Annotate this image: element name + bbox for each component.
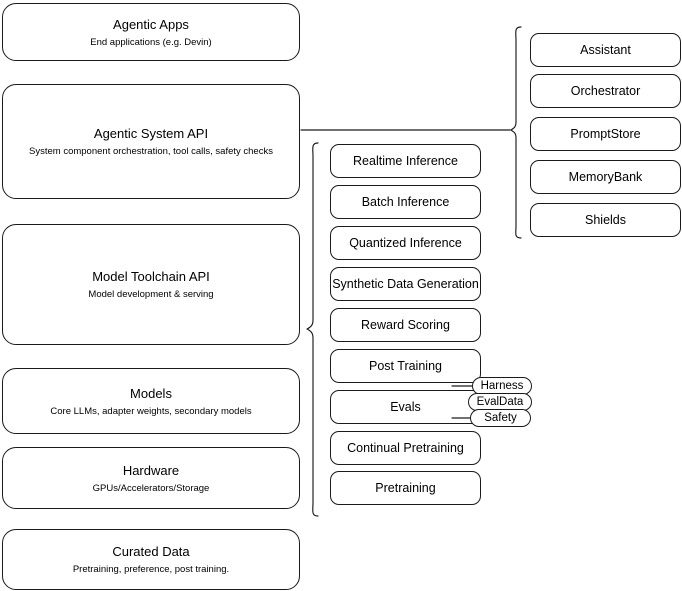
system-component-shields[interactable]: Shields [530, 203, 681, 237]
capability-label: Synthetic Data Generation [332, 277, 479, 291]
layer-curated-data[interactable]: Curated Data Pretraining, preference, po… [2, 529, 300, 590]
brace-system-components [510, 26, 522, 239]
capability-batch-inference[interactable]: Batch Inference [330, 185, 481, 219]
layer-title: Models [130, 385, 172, 401]
layer-agentic-apps[interactable]: Agentic Apps End applications (e.g. Devi… [2, 3, 300, 61]
capability-reward-scoring[interactable]: Reward Scoring [330, 308, 481, 342]
capability-label: Batch Inference [361, 195, 450, 209]
layer-hardware[interactable]: Hardware GPUs/Accelerators/Storage [2, 447, 300, 509]
layer-title: Model Toolchain API [92, 269, 210, 284]
system-component-orchestrator[interactable]: Orchestrator [530, 74, 681, 108]
layer-title: Agentic System API [93, 126, 209, 141]
system-component-promptstore[interactable]: PromptStore [530, 117, 681, 151]
capability-label: Realtime Inference [353, 154, 458, 168]
chip-label: EvalData [476, 395, 524, 408]
capability-label: Continual Pretraining [347, 441, 464, 455]
capability-quantized-inference[interactable]: Quantized Inference [330, 226, 481, 260]
layer-model-toolchain-api[interactable]: Model Toolchain API Model development & … [2, 224, 300, 345]
system-component-label: PromptStore [570, 127, 641, 141]
capability-post-training[interactable]: Post Training [330, 349, 481, 383]
system-component-label: Orchestrator [570, 84, 641, 98]
chip-harness[interactable]: Harness [472, 377, 532, 395]
chip-evaldata[interactable]: EvalData [468, 393, 532, 411]
system-component-label: MemoryBank [568, 170, 643, 184]
capability-label: Quantized Inference [349, 236, 462, 250]
chip-label: Safety [484, 411, 517, 424]
layer-title: Curated Data [112, 544, 190, 559]
chip-safety[interactable]: Safety [470, 409, 531, 427]
capability-synthetic-data-generation[interactable]: Synthetic Data Generation [330, 267, 481, 301]
chip-label: Harness [480, 379, 524, 392]
system-component-assistant[interactable]: Assistant [530, 33, 681, 67]
layer-subtitle: Core LLMs, adapter weights, secondary mo… [50, 405, 252, 417]
capability-realtime-inference[interactable]: Realtime Inference [330, 144, 481, 178]
capability-label: Post Training [369, 359, 442, 373]
brace-toolchain-capabilities [306, 142, 319, 517]
capability-label: Evals [390, 400, 421, 414]
capability-pretraining[interactable]: Pretraining [330, 471, 481, 505]
system-component-label: Assistant [580, 43, 631, 57]
layer-subtitle: Model development & serving [88, 289, 214, 300]
capability-label: Reward Scoring [361, 318, 450, 332]
system-component-label: Shields [585, 213, 626, 227]
layer-subtitle: GPUs/Accelerators/Storage [92, 482, 210, 494]
layer-subtitle: Pretraining, preference, post training. [72, 564, 230, 575]
layer-subtitle: System component orchestration, tool cal… [29, 146, 273, 157]
system-component-memorybank[interactable]: MemoryBank [530, 160, 681, 194]
layer-title: Agentic Apps [113, 16, 189, 32]
capability-continual-pretraining[interactable]: Continual Pretraining [330, 431, 481, 465]
capability-evals[interactable]: Evals [330, 390, 481, 424]
layer-agentic-system-api[interactable]: Agentic System API System component orch… [2, 84, 300, 199]
layer-subtitle: End applications (e.g. Devin) [90, 36, 212, 48]
capability-label: Pretraining [375, 481, 436, 495]
layer-title: Hardware [122, 462, 180, 478]
layer-models[interactable]: Models Core LLMs, adapter weights, secon… [2, 368, 300, 434]
